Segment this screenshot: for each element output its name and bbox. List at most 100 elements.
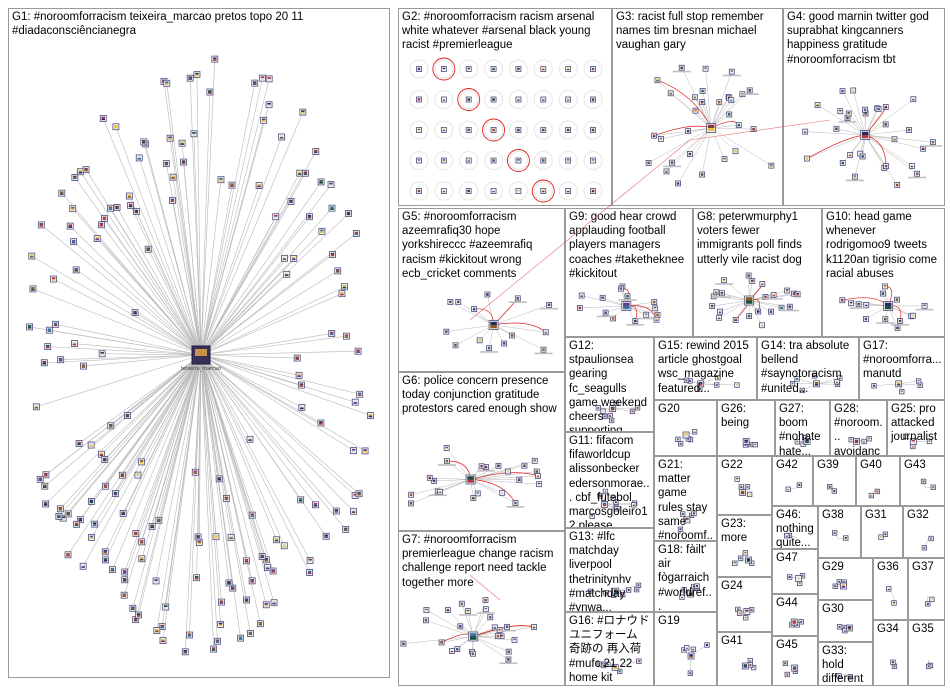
g1-node[interactable] bbox=[338, 290, 346, 298]
g2-node[interactable] bbox=[565, 96, 572, 103]
g17-node[interactable] bbox=[895, 380, 903, 388]
g1-node[interactable] bbox=[350, 507, 357, 515]
g16-node[interactable] bbox=[600, 662, 607, 669]
g5-node[interactable] bbox=[452, 342, 459, 349]
g14-node[interactable] bbox=[794, 376, 800, 382]
g1-node[interactable] bbox=[317, 178, 325, 186]
g1-node[interactable] bbox=[299, 108, 307, 116]
g1-node[interactable] bbox=[212, 533, 220, 541]
g6-node[interactable] bbox=[478, 463, 485, 470]
g14-node[interactable] bbox=[837, 375, 843, 381]
g1-node[interactable] bbox=[121, 568, 129, 576]
g1-node[interactable] bbox=[206, 88, 214, 96]
g4-node[interactable] bbox=[882, 104, 889, 110]
g1-node[interactable] bbox=[211, 55, 219, 63]
g8-node[interactable] bbox=[778, 304, 785, 311]
g25-node[interactable] bbox=[902, 433, 909, 439]
g1-node[interactable] bbox=[56, 505, 64, 513]
g17-node[interactable] bbox=[871, 383, 877, 389]
g1-node[interactable] bbox=[215, 475, 223, 483]
g7-node[interactable] bbox=[458, 600, 465, 607]
g1-node[interactable] bbox=[255, 182, 263, 189]
g24-node[interactable] bbox=[743, 608, 751, 615]
g3-node[interactable] bbox=[768, 162, 775, 169]
g1-node[interactable] bbox=[273, 536, 280, 544]
g7-node[interactable] bbox=[494, 633, 501, 640]
g1-node[interactable] bbox=[132, 208, 140, 215]
g1-node[interactable] bbox=[28, 252, 36, 260]
g8-node[interactable] bbox=[759, 322, 765, 329]
g1-node[interactable] bbox=[42, 471, 50, 479]
g4-node[interactable] bbox=[883, 163, 890, 170]
g6-node[interactable] bbox=[536, 481, 543, 488]
g1-node[interactable] bbox=[180, 158, 187, 166]
g1-node[interactable] bbox=[361, 447, 369, 455]
g1-node[interactable] bbox=[287, 198, 295, 205]
g6-node[interactable] bbox=[426, 474, 433, 481]
g6-node[interactable] bbox=[495, 462, 502, 469]
g9-node[interactable] bbox=[652, 305, 659, 312]
g7-node[interactable] bbox=[504, 623, 510, 630]
g1-node[interactable] bbox=[169, 173, 177, 181]
g1-node[interactable] bbox=[55, 513, 63, 520]
g40-node[interactable] bbox=[874, 488, 881, 495]
g2-node[interactable] bbox=[490, 157, 497, 164]
g1-node[interactable] bbox=[178, 139, 186, 147]
g1-node[interactable] bbox=[101, 548, 109, 556]
g1-node[interactable] bbox=[258, 553, 266, 560]
g1-node[interactable] bbox=[169, 197, 176, 204]
g1-node[interactable] bbox=[71, 340, 78, 347]
g32-node[interactable] bbox=[928, 535, 934, 542]
g1-node[interactable] bbox=[281, 254, 288, 262]
g23-node[interactable] bbox=[742, 550, 748, 556]
g6-node[interactable] bbox=[443, 458, 450, 465]
g1-node[interactable] bbox=[99, 114, 107, 122]
g1-node[interactable] bbox=[40, 359, 48, 367]
g38-node[interactable] bbox=[832, 530, 838, 536]
g1-node[interactable] bbox=[259, 74, 266, 82]
g6-node[interactable] bbox=[408, 491, 415, 498]
g11-node[interactable] bbox=[613, 499, 619, 505]
g1-node[interactable] bbox=[280, 542, 288, 550]
g4-node[interactable] bbox=[882, 121, 889, 128]
g1-node[interactable] bbox=[155, 516, 163, 524]
g24-node[interactable] bbox=[736, 610, 743, 616]
g5-node[interactable] bbox=[542, 329, 549, 336]
g12-node[interactable] bbox=[613, 400, 619, 406]
g3-node[interactable] bbox=[721, 156, 728, 163]
g8-node[interactable] bbox=[713, 289, 720, 296]
g3-node[interactable] bbox=[678, 64, 685, 71]
g3-node[interactable] bbox=[663, 168, 670, 175]
g6-node[interactable] bbox=[437, 488, 444, 495]
g1-node[interactable] bbox=[101, 456, 109, 463]
g4-node[interactable] bbox=[859, 153, 866, 160]
g13-node[interactable] bbox=[603, 590, 609, 596]
g10-node[interactable] bbox=[882, 283, 888, 290]
g1-node[interactable] bbox=[246, 630, 254, 637]
g15-node[interactable] bbox=[715, 374, 721, 381]
g10-node[interactable] bbox=[921, 302, 928, 309]
g45-node[interactable] bbox=[784, 671, 790, 678]
g23-node[interactable] bbox=[745, 556, 752, 564]
g22-node[interactable] bbox=[739, 489, 747, 496]
g45-node[interactable] bbox=[782, 660, 788, 667]
g4-node[interactable] bbox=[814, 102, 821, 108]
g11-node[interactable] bbox=[602, 488, 609, 495]
g2-node[interactable] bbox=[465, 157, 472, 164]
g19-node[interactable] bbox=[687, 652, 695, 660]
g18-node[interactable] bbox=[681, 587, 687, 593]
g1-node[interactable] bbox=[109, 566, 116, 574]
g11-node[interactable] bbox=[614, 506, 620, 512]
g1-node[interactable] bbox=[134, 471, 142, 479]
g1-node[interactable] bbox=[118, 471, 126, 479]
g2-node[interactable] bbox=[465, 188, 472, 194]
g2-node[interactable] bbox=[465, 127, 472, 133]
g12-node[interactable] bbox=[609, 405, 617, 413]
g1-node[interactable] bbox=[343, 332, 350, 340]
g1-node[interactable] bbox=[87, 441, 95, 449]
g9-node[interactable] bbox=[576, 305, 583, 311]
g1-node[interactable] bbox=[158, 623, 166, 631]
g4-node[interactable] bbox=[852, 173, 858, 180]
g28-node[interactable] bbox=[853, 438, 860, 445]
g15-node[interactable] bbox=[734, 382, 740, 388]
